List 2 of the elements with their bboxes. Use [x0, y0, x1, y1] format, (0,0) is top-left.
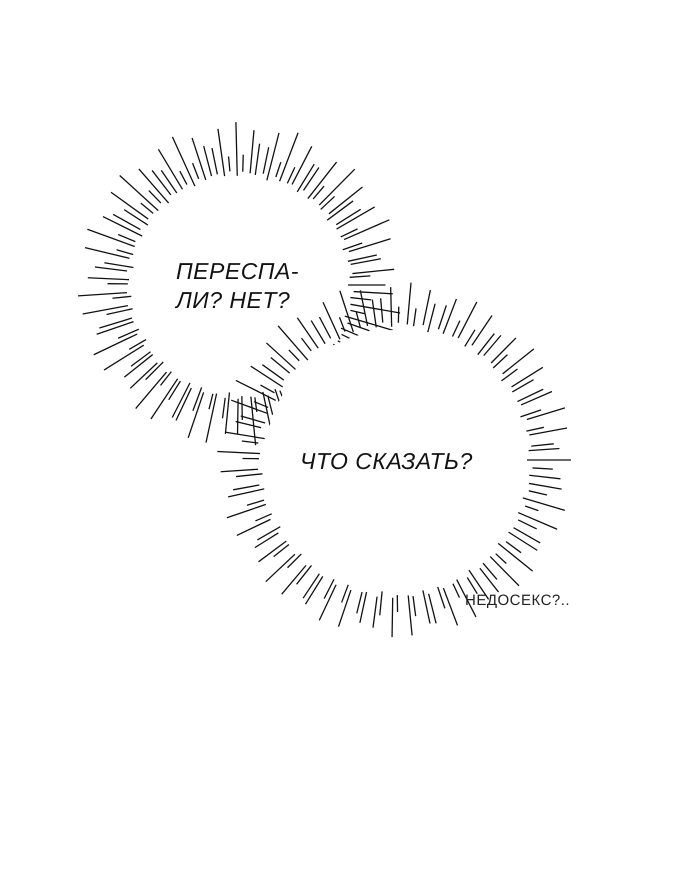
speech-text: ЧТО СКАЗАТЬ?	[300, 447, 474, 476]
speech-text: ПЕРЕСПА- ЛИ? НЕТ?	[176, 257, 300, 314]
